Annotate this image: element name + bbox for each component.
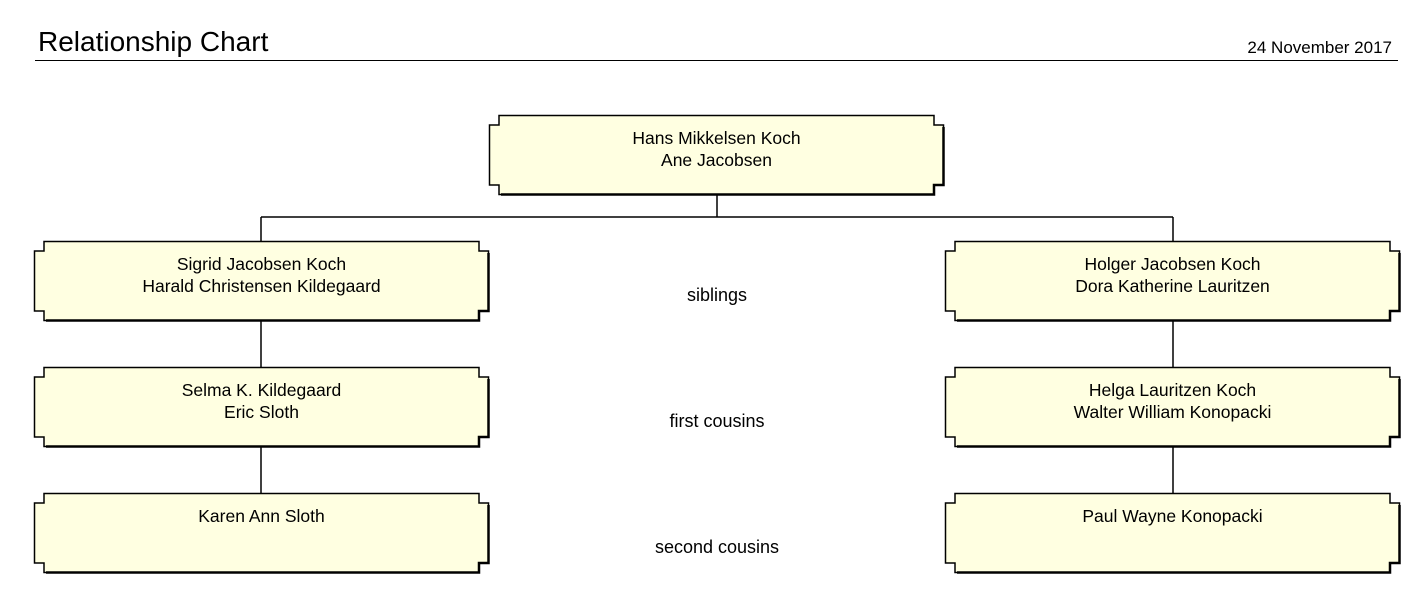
person-name-primary: Hans Mikkelsen Koch — [632, 128, 801, 148]
person-name-spouse: Harald Christensen Kildegaard — [142, 276, 381, 296]
box-shadow-edge — [46, 379, 490, 448]
box-frame — [33, 240, 490, 322]
box-frame — [944, 240, 1401, 322]
person-name-primary: Paul Wayne Konopacki — [1082, 506, 1263, 526]
person-name-primary: Karen Ann Sloth — [198, 506, 325, 526]
chart-date: 24 November 2017 — [1247, 38, 1392, 57]
relationship-label-first-cousins: first cousins — [669, 411, 765, 431]
person-name-primary: Helga Lauritzen Koch — [1088, 380, 1257, 400]
person-box-right-1[interactable]: Holger Jacobsen Koch Dora Katherine Laur… — [944, 240, 1401, 322]
person-name-spouse: Eric Sloth — [224, 402, 299, 422]
box-shadow-edge — [957, 505, 1401, 574]
person-box-right-3[interactable]: Paul Wayne Konopacki — [944, 492, 1401, 574]
box-frame — [33, 492, 490, 574]
person-name-primary: Selma K. Kildegaard — [181, 380, 342, 400]
box-shadow-edge — [46, 505, 490, 574]
box-frame — [944, 492, 1401, 574]
box-shadow-edge — [501, 127, 945, 196]
box-shadow-edge — [957, 379, 1401, 448]
person-box-left-1[interactable]: Sigrid Jacobsen Koch Harald Christensen … — [33, 240, 490, 322]
relationship-label-siblings: siblings — [686, 285, 748, 305]
person-box-right-2[interactable]: Helga Lauritzen Koch Walter William Kono… — [944, 366, 1401, 448]
box-frame — [33, 366, 490, 448]
person-name-spouse: Walter William Konopacki — [1073, 402, 1272, 422]
person-name-spouse: Ane Jacobsen — [661, 150, 772, 170]
person-name-primary: Holger Jacobsen Koch — [1084, 254, 1261, 274]
box-frame — [488, 114, 945, 196]
chart-title: Relationship Chart — [38, 26, 269, 57]
box-shadow-edge — [46, 253, 490, 322]
person-name-spouse: Dora Katherine Lauritzen — [1075, 276, 1270, 296]
person-name-primary: Sigrid Jacobsen Koch — [176, 254, 347, 274]
relationship-label-second-cousins: second cousins — [654, 537, 780, 557]
person-box-root[interactable]: Hans Mikkelsen Koch Ane Jacobsen — [488, 114, 945, 196]
person-box-left-3[interactable]: Karen Ann Sloth — [33, 492, 490, 574]
box-frame — [944, 366, 1401, 448]
chart-header: Relationship Chart 24 November 2017 — [35, 22, 1398, 61]
person-box-left-2[interactable]: Selma K. Kildegaard Eric Sloth — [33, 366, 490, 448]
box-shadow-edge — [957, 253, 1401, 322]
